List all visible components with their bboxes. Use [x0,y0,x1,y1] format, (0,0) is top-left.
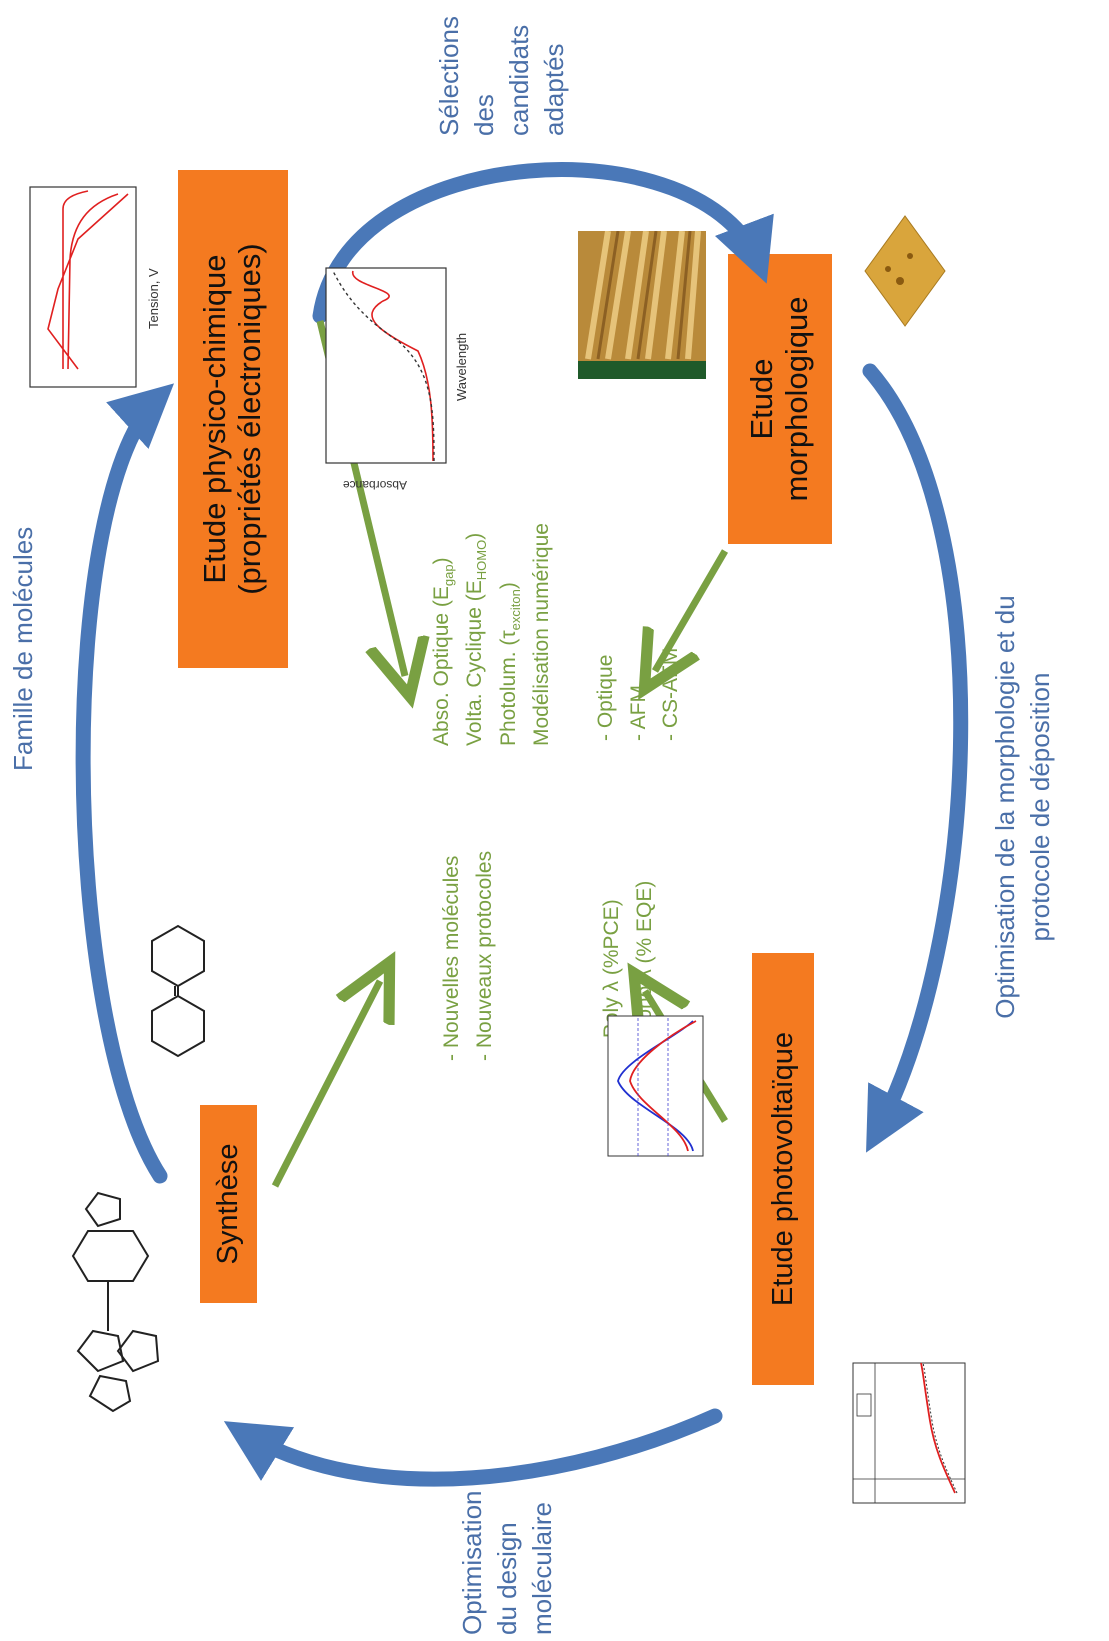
abs-plot-svg: Wavelength Absorbance [325,267,469,492]
molecule-2-svg [71,1191,160,1413]
jv-curve-graph [845,1351,975,1511]
arrow-photo-to-synthese [223,1408,723,1487]
afm-texture-svg [585,231,701,360]
arrow-physico-to-morpho [312,162,774,324]
molecule-1-svg [151,924,205,1058]
absorbance-spectrum-graph: Wavelength Absorbance [308,261,480,492]
surface-3d-svg [864,215,946,327]
cyclic-voltammetry-graph: Tension, V [18,163,170,399]
eqe-graph [598,1006,716,1166]
arrow-synthese-methods [271,981,380,1188]
jv-plot-svg [852,1362,966,1504]
bipyranylidene-molecule [130,911,225,1081]
cv-xlabel: Tension, V [146,268,161,329]
abs-xlabel: Wavelength [454,333,469,401]
eqe-plot-svg [607,1015,704,1157]
surface-3d-image [850,201,960,341]
arrow-morpho-methods [655,549,729,671]
cv-plot-svg: Tension, V [29,186,161,388]
afm-image [578,231,706,379]
abs-ylabel: Absorbance [343,478,407,491]
arrow-synthese-to-physico [75,383,174,1184]
arrow-morpho-to-photo [862,363,969,1153]
bodipy-molecule [38,1181,183,1431]
